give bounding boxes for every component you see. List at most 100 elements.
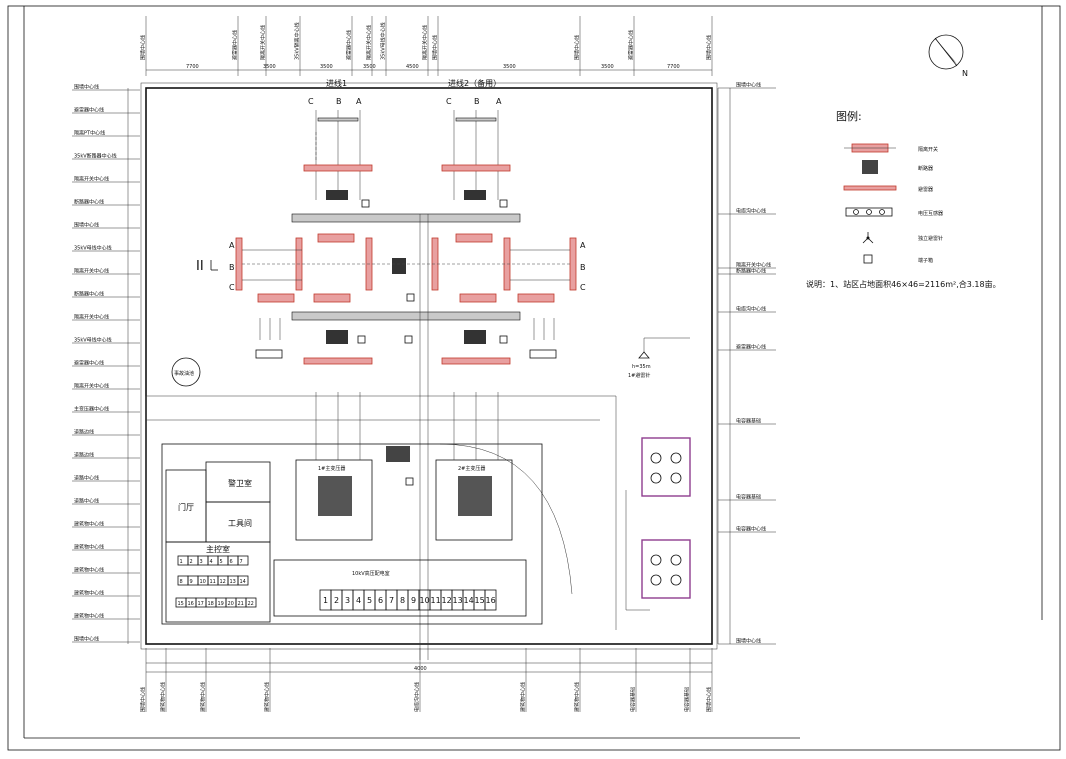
roads	[145, 395, 617, 644]
switchgear-cell-number: 4	[356, 596, 361, 605]
incoming-bay-1	[303, 110, 373, 200]
bottom-axis-label: 围墙中心线	[706, 687, 713, 712]
switchgear-cell-number: 13	[453, 596, 463, 605]
top-dimension-value: 3500	[503, 64, 516, 70]
bottom-axis-label: 电容器基础	[630, 687, 637, 712]
svg-text:B: B	[474, 97, 480, 106]
right-dimension-line	[717, 88, 731, 644]
svg-text:A: A	[356, 97, 362, 106]
incoming-line-2-label: 进线2（备用）	[448, 78, 501, 88]
road-width-dimension: 4000	[414, 666, 427, 672]
control-panel-number: 20	[228, 601, 234, 607]
control-panel	[245, 597, 257, 608]
transformer-bay-1-arrester	[303, 330, 373, 365]
left-axis-label: 建筑物中心线	[74, 521, 104, 528]
voltage-transformer-icon	[845, 207, 893, 217]
svg-text:B: B	[229, 263, 235, 272]
top-dimension-value: 3500	[263, 64, 276, 70]
arrester-icon	[843, 185, 897, 191]
control-panel-number: 8	[180, 579, 183, 585]
control-panel-number: 14	[240, 579, 246, 585]
top-axis-label: 围墙中心线	[574, 35, 581, 60]
switchgear-cell-number: 8	[400, 596, 405, 605]
bottom-dimension-line	[146, 662, 712, 673]
bus-road-lower	[291, 311, 521, 321]
right-axis-label: 电容器基础	[736, 418, 761, 425]
svg-text:B: B	[580, 263, 586, 272]
svg-text:C: C	[229, 283, 235, 292]
top-axis-label: 围墙中心线	[706, 35, 713, 60]
right-axis-label: 围墙中心线	[736, 638, 761, 645]
switchgear-cell-number: 15	[475, 596, 485, 605]
control-panel-number: 4	[210, 559, 213, 565]
right-axis-labels: 围墙中心线电缆沟中心线隔离开关中心线断路器中心线电缆沟中心线避雷器中心线电容器基…	[718, 82, 776, 645]
phase-labels-left: A B C	[229, 241, 235, 292]
switchgear-cell-number: 2	[334, 596, 339, 605]
switchgear-cell-number: 11	[431, 596, 441, 605]
left-axis-label: 建筑物中心线	[74, 567, 104, 574]
transformer-2	[435, 392, 513, 541]
switchgear-cell-number: 1	[323, 596, 328, 605]
right-axis-label: 电缆沟中心线	[736, 208, 766, 215]
left-axis-label: 主变压器中心线	[74, 406, 109, 413]
bottom-axis-label: 建筑物中心线	[160, 682, 167, 712]
station-wall	[145, 87, 713, 645]
top-dimension-value: 3500	[320, 64, 333, 70]
accident-pool-label: 事故油池	[174, 370, 194, 377]
svg-text:C: C	[308, 97, 314, 106]
legend-label-1: 断路器	[918, 165, 933, 172]
section-mark: II	[196, 259, 204, 274]
legend-label-0: 隔离开关	[918, 146, 938, 153]
top-dimension-value: 3500	[601, 64, 614, 70]
left-axis-label: 避雷器中心线	[74, 360, 104, 367]
lightning-rod-icon	[862, 232, 874, 244]
left-axis-label: 围墙中心线	[74, 222, 99, 229]
control-panel-number: 15	[178, 601, 184, 607]
left-axis-label: 围墙中心线	[74, 84, 99, 91]
left-axis-label: 35kV母线中心线	[74, 245, 112, 252]
top-dimension-value: 7700	[667, 64, 680, 70]
legend-label-2: 避雷器	[918, 186, 933, 193]
svg-text:N: N	[962, 69, 968, 78]
left-axis-label: 道路中心线	[74, 498, 99, 505]
left-axis-label: 建筑物中心线	[74, 590, 104, 597]
left-axis-label: 建筑物中心线	[74, 544, 104, 551]
bottom-axis-label: 建筑物中心线	[574, 682, 581, 712]
north-arrow-icon: N	[928, 34, 968, 78]
top-dimension-value: 4500	[406, 64, 419, 70]
bottom-axis-label: 围墙中心线	[140, 687, 147, 712]
room-control: 主控室	[206, 544, 230, 554]
bottom-axis-labels: 围墙中心线建筑物中心线建筑物中心线建筑物中心线电缆沟中心线建筑物中心线建筑物中心…	[140, 648, 713, 712]
control-panel-number: 7	[240, 559, 243, 565]
bus-road-upper	[291, 213, 521, 223]
left-axis-label: 隔离开关中心线	[74, 383, 109, 390]
pt-group-left	[255, 318, 283, 359]
svg-text:C: C	[446, 97, 452, 106]
switchgear-cell-number: 9	[411, 596, 416, 605]
transformer-1-label: 1#主变压器	[318, 465, 345, 472]
left-axis-label: 隔离开关中心线	[74, 268, 109, 275]
lightning-rod-icon	[638, 337, 690, 359]
bottom-axis-label: 电容器基础	[684, 687, 691, 712]
left-axis-label: 隔离PT中心线	[74, 130, 105, 137]
capacitor-bank-2	[641, 539, 691, 599]
lightning-rod-label: 1#避雷针	[628, 372, 650, 379]
sheet-border	[7, 5, 1061, 751]
left-axis-label: 35kV母线中心线	[74, 337, 112, 344]
svg-text:B: B	[336, 97, 342, 106]
control-panel-number: 5	[220, 559, 223, 565]
top-axis-label: 避雷器中心线	[232, 30, 239, 60]
switchgear-cell	[484, 589, 497, 611]
left-axis-label: 道路中心线	[74, 475, 99, 482]
bottom-axis-label: 电缆沟中心线	[414, 682, 421, 712]
phase-labels-top: C B A C B A	[308, 97, 502, 106]
switchgear-cell-number: 14	[464, 596, 474, 605]
top-axis-label: 围墙中心线	[432, 35, 439, 60]
left-axis-label: 断路器中心线	[74, 199, 104, 206]
